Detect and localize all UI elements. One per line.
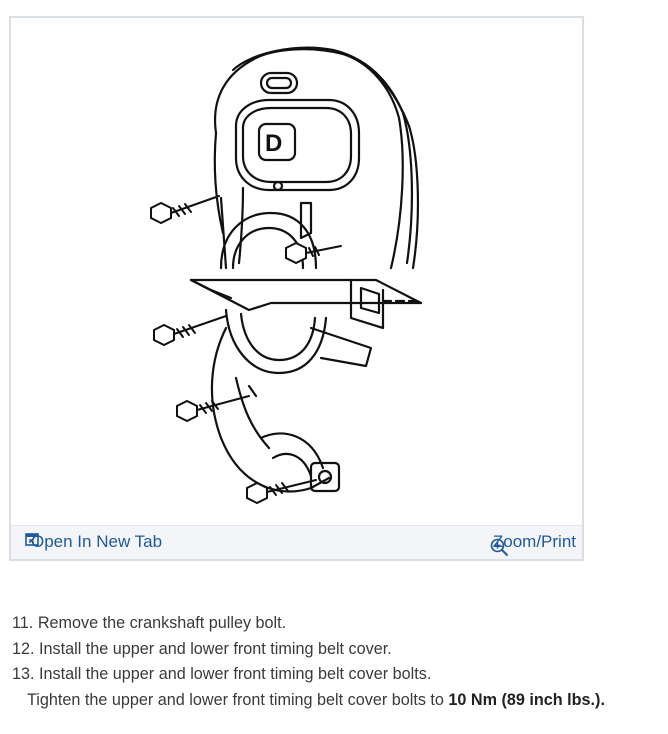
torque-prefix: Tighten the upper and lower front timing… xyxy=(27,690,449,709)
step-number: 13. xyxy=(12,665,35,683)
step-text: Remove the crankshaft pulley bolt. xyxy=(37,614,287,632)
step-number: 11. xyxy=(12,614,34,632)
torque-spec: Tighten the upper and lower front timing… xyxy=(12,688,662,714)
step-text: Install the upper and lower front timing… xyxy=(39,665,432,683)
step-text: Install the upper and lower front timing… xyxy=(39,639,392,658)
zoom-print-label: Zoom/Print xyxy=(492,532,576,551)
figure-toolbar: Open In New Tab Zoom/Print xyxy=(11,525,582,559)
torque-value: 10 Nm (89 inch lbs.) xyxy=(448,690,601,709)
step-12: 12. Install the upper and lower front ti… xyxy=(12,637,662,663)
zoom-print-link[interactable]: Zoom/Print xyxy=(490,532,576,557)
diagram-figure: D Open In New Tab Zoom/Pr xyxy=(9,16,584,561)
open-in-new-tab-link[interactable]: Open In New Tab xyxy=(25,532,162,552)
procedure-steps: 11. Remove the crankshaft pulley bolt. 1… xyxy=(12,611,662,713)
step-11: 11. Remove the crankshaft pulley bolt. xyxy=(12,611,662,637)
open-in-new-tab-label: Open In New Tab xyxy=(31,532,163,551)
torque-suffix: . xyxy=(600,690,605,709)
step-number: 12. xyxy=(12,639,35,658)
step-13: 13. Install the upper and lower front ti… xyxy=(12,662,662,688)
diagram-letter-d: D xyxy=(265,130,282,157)
timing-belt-cover-diagram: D xyxy=(150,46,423,505)
